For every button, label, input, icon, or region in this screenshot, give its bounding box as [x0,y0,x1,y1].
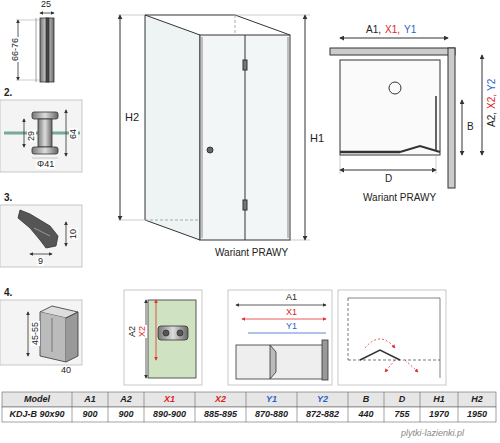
table-cell: A2 [108,395,144,404]
table-cell: 755 [384,410,420,419]
table-cell: 900 [72,410,108,419]
dimension-label: 9 [37,257,44,266]
dimension-label: 10 [69,228,78,240]
dimension-label: 2. [3,88,13,98]
profile-detail [16,13,54,82]
dimension-label: B [466,122,475,132]
dimension-label: D [384,174,393,184]
table-cell: H2 [458,395,496,404]
dimension-label: Wariant PRAWY [362,193,437,203]
table-cell: X2 [195,395,246,404]
magnet-detail [0,300,82,365]
shower-enclosure [118,15,310,240]
dimension-label: 4. [3,288,13,298]
hinge-detail [124,290,202,385]
dimension-label: 3. [3,193,13,203]
dimension-label: X1 [285,308,298,317]
seal-detail [0,205,82,267]
table-cell: 885-895 [195,410,246,419]
table-cell: Y1 [246,395,297,404]
dimension-label: Φ41 [36,160,55,169]
dimension-label: A1, [365,25,382,35]
dimension-label: A2 [128,325,137,338]
table-cell: 440 [348,410,384,419]
table-cell: B [348,395,384,404]
dimension-label: 40 [60,366,72,375]
dimension-label: Y1 [403,25,417,35]
width-detail [228,290,332,385]
dimension-label: 25 [40,0,52,9]
dimension-label: H1 [309,133,325,144]
table-cell: Model [2,395,72,404]
handle-detail [0,100,82,172]
dimension-label: H2 [124,112,140,123]
watermark: plytki-lazienki.pl [400,429,465,438]
dimension-label: 64 [69,128,78,140]
table-cell: 890-900 [144,410,195,419]
dimension-label: X2 [138,325,147,338]
dimension-label: Y1 [285,322,298,331]
table-cell: A1 [72,395,108,404]
dimension-label: X1, [384,25,401,35]
table-cell: KDJ-B 90x90 [2,410,72,419]
table-cell: 1950 [458,410,496,419]
plan-view [330,38,482,188]
table-cell: 870-880 [246,410,297,419]
dimension-label: A1 [285,293,298,302]
dimension-label: Wariant PRAWY [214,248,289,258]
table-cell: 872-882 [297,410,348,419]
dimension-label: 66-76 [11,37,20,62]
dimension-label: X2, [487,93,497,110]
table-cell: H1 [420,395,458,404]
dimension-label: 29 [27,130,36,142]
door-swing [338,290,446,385]
dimension-label: 45-55 [31,321,40,346]
table-cell: 900 [108,410,144,419]
table-cell: Y2 [297,395,348,404]
table-cell: 1970 [420,410,458,419]
table-cell: X1 [144,395,195,404]
spec-table [2,392,496,422]
dimension-label: A2, [487,111,497,128]
table-cell: D [384,395,420,404]
dimension-label: Y2 [487,78,497,92]
